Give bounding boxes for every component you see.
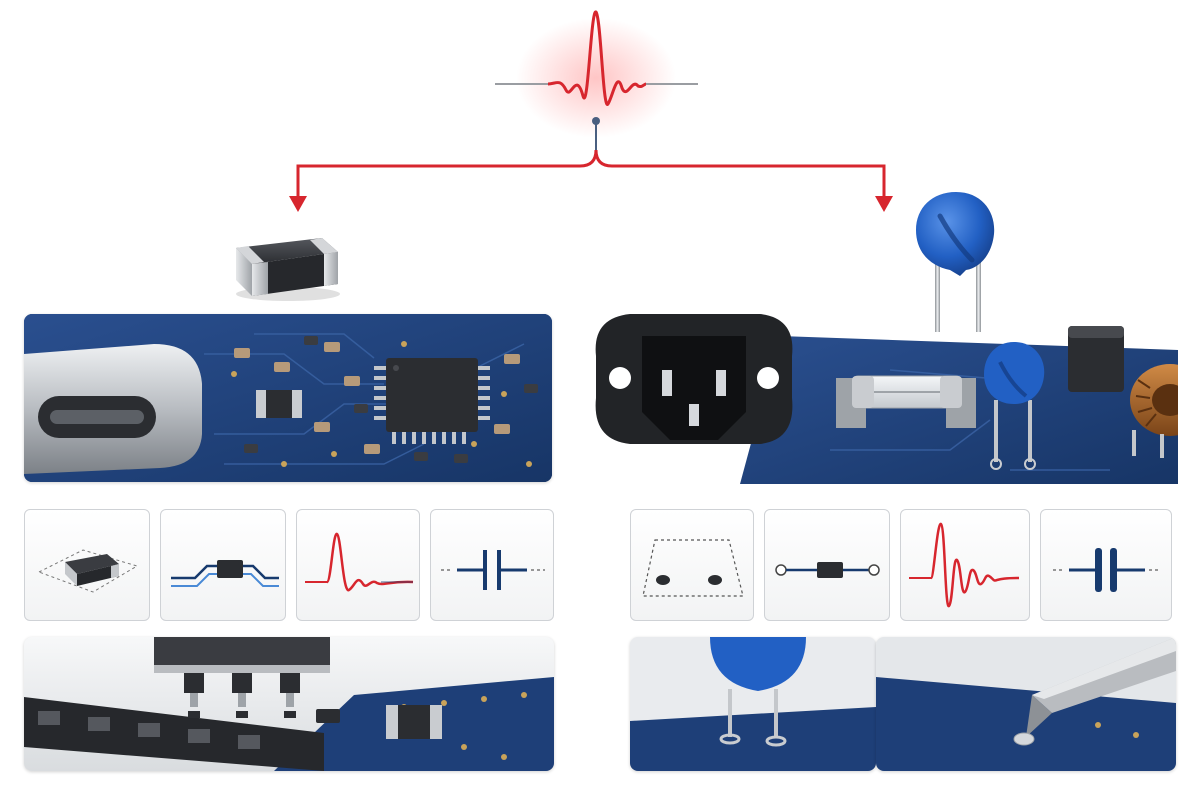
placed-chip (316, 709, 340, 723)
ac-power-inlet (595, 314, 793, 444)
smd-pcb-illustration (24, 314, 552, 482)
qfp-ic-chip (374, 358, 490, 444)
through-hole-insertion-scene (630, 637, 876, 771)
glass-fuse (836, 375, 976, 428)
capacitor-symbol-icon (441, 550, 545, 590)
soldering-iron-tip (1026, 637, 1176, 737)
smd-chip-varistor-icon (236, 238, 340, 301)
smd-varistor-placed (386, 705, 442, 739)
chip-footprint-icon (37, 549, 139, 593)
ac-inlet-pcb-illustration (595, 314, 1178, 484)
tile-lead-resistor (764, 509, 890, 621)
soldering-scene (876, 637, 1176, 771)
smd-pcb-scene (24, 314, 552, 482)
through-hole-pcb-scene (590, 300, 1178, 490)
transient-surge-waveform-icon (495, 10, 698, 106)
usb-c-connector (24, 344, 202, 474)
double-plate-capacitor-icon (1053, 548, 1161, 592)
chip-in-line-icon (171, 560, 279, 587)
disc-varistor-body (710, 637, 806, 691)
tile-chip-footprint (24, 509, 150, 621)
smd-varistor-on-board (256, 390, 302, 418)
insertion-illustration (630, 637, 876, 771)
tile-ringing-pulse (900, 509, 1030, 621)
soldering-illustration (876, 637, 1176, 771)
placement-nozzle-head (154, 637, 330, 718)
damped-pulse-icon (305, 532, 414, 592)
tile-double-plate-capacitor (1040, 509, 1172, 621)
solder-joint (1013, 732, 1035, 746)
tile-chip-in-line (160, 509, 286, 621)
black-relay-box (1068, 326, 1124, 392)
pcb-board (630, 707, 876, 771)
through-hole-pads-icon (642, 539, 744, 597)
waveform-glow (516, 18, 676, 138)
pick-and-place-illustration (24, 637, 554, 771)
board-varistor (984, 342, 1045, 470)
radial-disc-varistor-icon (916, 192, 995, 332)
pick-and-place-scene (24, 637, 554, 771)
tile-damped-pulse (296, 509, 420, 621)
pcb-board (876, 677, 1176, 771)
toroidal-inductor (1130, 364, 1178, 458)
lead-resistor-icon (775, 562, 880, 578)
right-arrowhead (875, 196, 893, 212)
passive-components (234, 336, 538, 463)
ringing-pulse-icon (909, 522, 1020, 608)
left-arrowhead (289, 196, 307, 212)
surge-split-diagram (289, 10, 893, 212)
branch-connector (289, 117, 893, 212)
component-tape-reel (24, 697, 324, 771)
tile-capacitor-symbol (430, 509, 554, 621)
tile-through-hole-pads (630, 509, 754, 621)
